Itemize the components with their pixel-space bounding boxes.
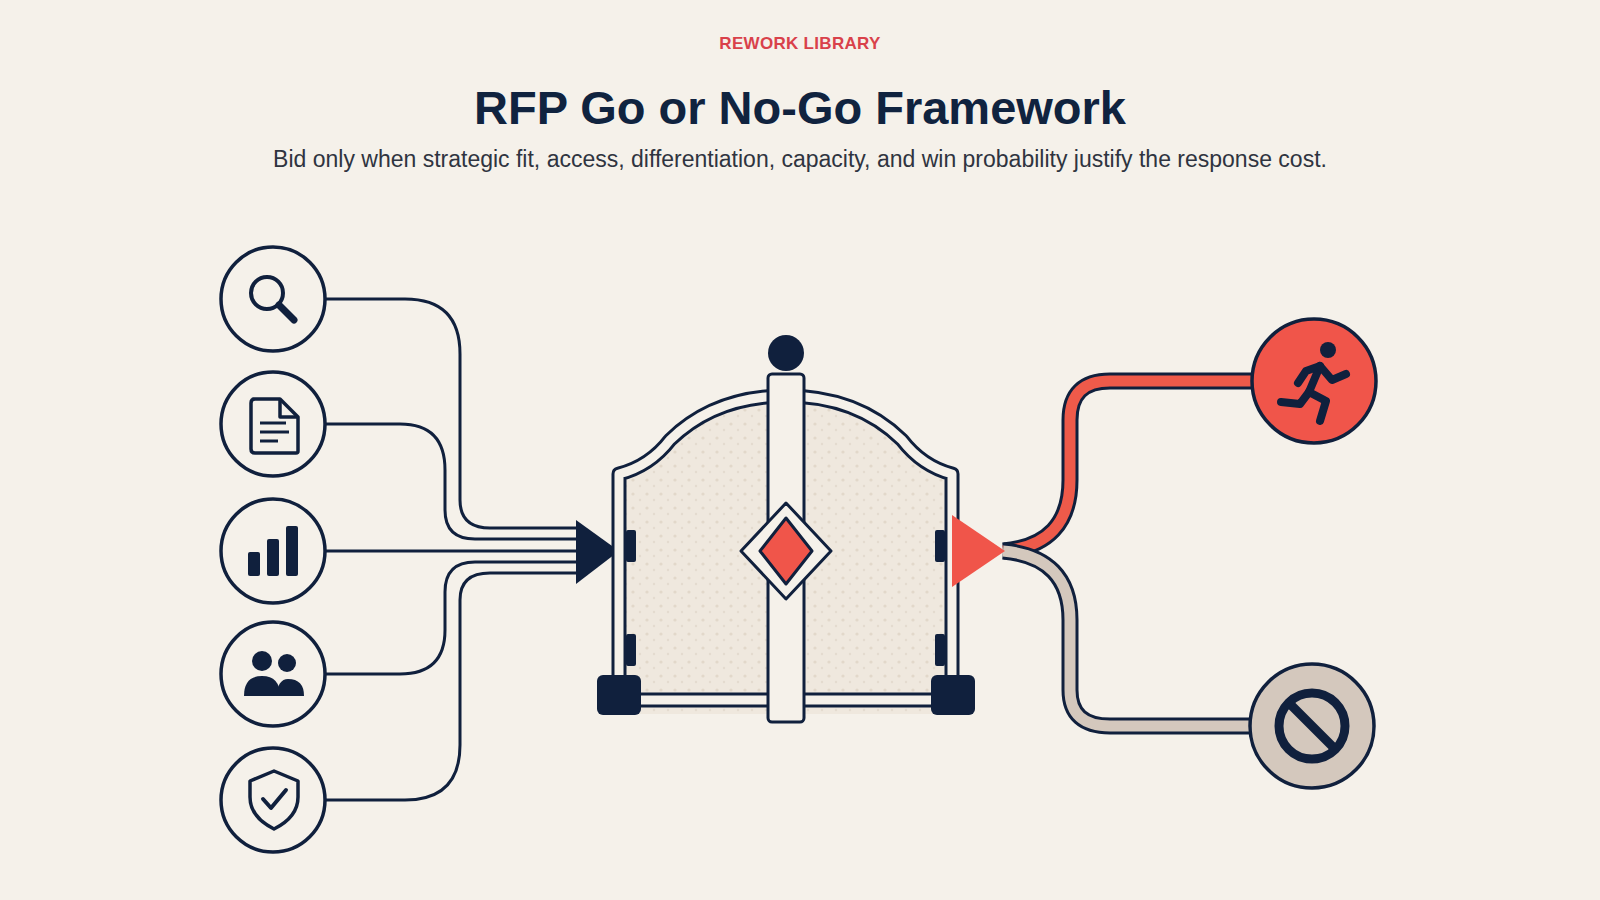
go-circle	[1252, 319, 1376, 443]
wire	[320, 550, 578, 553]
no-go-path-outline	[1003, 551, 1255, 726]
gate-gem	[760, 518, 812, 584]
caption-wrap: Bid only when strategic fit, access, dif…	[0, 143, 1600, 175]
no-go-circle	[1250, 664, 1374, 788]
output-arrowhead	[952, 515, 1005, 587]
prohibited-icon	[1279, 693, 1345, 759]
wire	[320, 424, 578, 539]
icon-circle	[221, 748, 325, 852]
document-icon	[251, 399, 298, 453]
icon-circle	[221, 247, 325, 351]
hinge	[935, 634, 945, 666]
gate-diamond	[741, 503, 831, 599]
shield-icon	[250, 771, 298, 829]
wire	[320, 299, 578, 528]
runner-icon	[1281, 342, 1346, 421]
icon-circle	[221, 372, 325, 476]
no-go-path	[1003, 551, 1255, 726]
input-wires	[320, 299, 578, 800]
icon-circle	[221, 622, 325, 726]
icon-circle	[221, 499, 325, 603]
wire	[320, 562, 578, 674]
page-title: RFP Go or No-Go Framework	[0, 80, 1600, 135]
hinge	[626, 530, 636, 562]
input-circles	[221, 247, 325, 852]
kicker-label: REWORK LIBRARY	[0, 34, 1600, 54]
page-caption: Bid only when strategic fit, access, dif…	[273, 143, 1327, 175]
gate-foot	[597, 675, 641, 715]
wire	[320, 573, 578, 800]
bar-chart-icon	[248, 526, 298, 576]
gate-knob	[768, 335, 804, 371]
go-path-outline	[1003, 381, 1255, 551]
hinge	[626, 634, 636, 666]
gate-foot	[931, 675, 975, 715]
magnifier-icon	[251, 277, 294, 320]
go-path	[1003, 381, 1255, 551]
people-icon	[244, 651, 304, 696]
hinge	[935, 530, 945, 562]
